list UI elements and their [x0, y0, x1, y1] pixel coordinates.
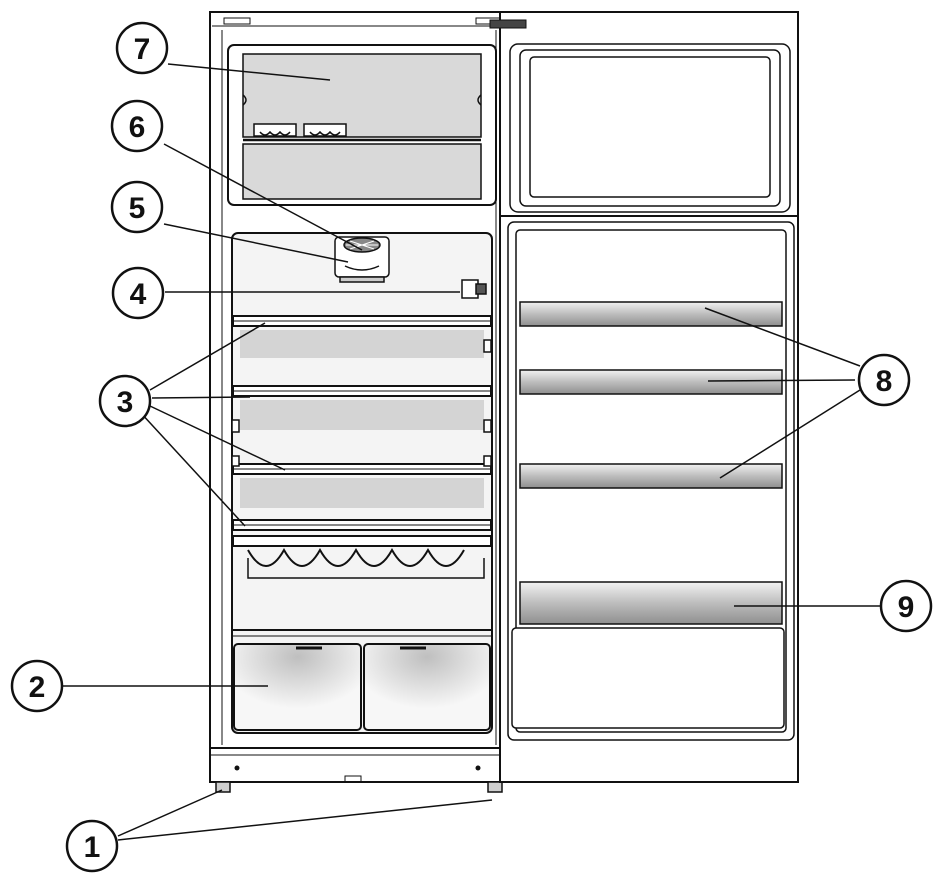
freezer-compartment	[227, 44, 497, 206]
ice-trays	[253, 123, 347, 137]
crisper-drawers	[232, 629, 492, 731]
callout-9: 9	[879, 579, 933, 633]
fridge-shelves	[232, 315, 492, 547]
callout-4: 4	[111, 266, 165, 320]
bottle-bin	[511, 581, 785, 729]
leader-lines	[63, 63, 880, 841]
callout-3-label: 3	[117, 386, 134, 419]
callout-2-label: 2	[29, 671, 46, 704]
light-thermostat-unit	[334, 236, 390, 283]
callout-6: 6	[110, 99, 164, 153]
callout-1-label: 1	[84, 831, 101, 864]
feet	[215, 781, 503, 793]
callout-9-label: 9	[898, 591, 915, 624]
callout-2: 2	[10, 659, 64, 713]
callout-7-label: 7	[134, 33, 151, 66]
callout-4-label: 4	[130, 278, 147, 311]
callout-7: 7	[115, 21, 169, 75]
callout-1: 1	[65, 819, 119, 873]
fridge-compartment	[231, 232, 493, 734]
fridge-door	[499, 215, 799, 783]
freezer-door	[489, 11, 799, 217]
shelf-supports	[231, 339, 492, 467]
door-bins	[519, 301, 783, 489]
callout-6-label: 6	[129, 111, 146, 144]
light-switch	[461, 279, 487, 299]
callout-8-label: 8	[876, 365, 893, 398]
callout-5: 5	[110, 180, 164, 234]
callout-3: 3	[98, 374, 152, 428]
callout-5-label: 5	[129, 192, 146, 225]
callout-8: 8	[857, 353, 911, 407]
bottle-rack	[247, 547, 485, 579]
